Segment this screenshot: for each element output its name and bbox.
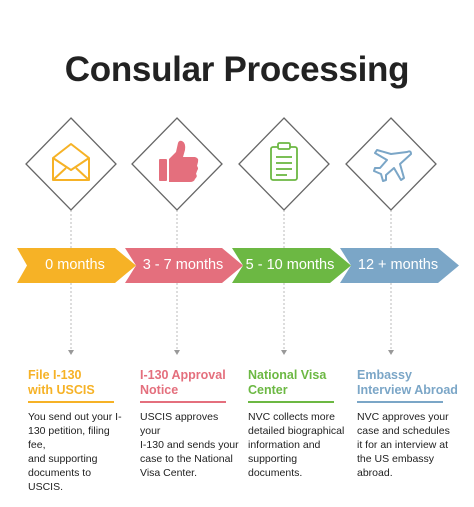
duration-arrow-1 xyxy=(17,248,136,283)
step-description-3: NVC collects more detailed biographical … xyxy=(248,411,345,479)
step-underline-3 xyxy=(248,401,334,403)
step-title-2: I-130 Approval Notice xyxy=(140,368,226,397)
duration-arrow-2 xyxy=(125,248,243,283)
duration-arrow-3 xyxy=(232,248,351,283)
envelope-icon xyxy=(52,143,90,181)
step-underline-1 xyxy=(28,401,114,403)
clipboard-icon xyxy=(270,142,298,181)
connector-arrowhead-4 xyxy=(388,350,394,355)
diamond-frame-3 xyxy=(238,117,330,211)
connector-arrowhead-3 xyxy=(281,350,287,355)
diamond-frame-1 xyxy=(25,117,117,211)
step-description-2: USCIS approves your I-130 and sends your… xyxy=(140,411,239,479)
step-underline-4 xyxy=(357,401,443,403)
step-underline-2 xyxy=(140,401,226,403)
step-title-4: Embassy Interview Abroad xyxy=(357,368,458,397)
thumbs-up-icon xyxy=(159,140,199,182)
duration-label-2: 3 - 7 months xyxy=(142,257,224,273)
duration-label-3: 5 - 10 months xyxy=(245,257,335,273)
connector-arrowhead-2 xyxy=(174,350,180,355)
connector-arrowhead-1 xyxy=(68,350,74,355)
step-description-1: You send out your I- 130 petition, filin… xyxy=(28,411,122,493)
diamond-frame-4 xyxy=(345,117,437,211)
airplane-icon xyxy=(373,149,412,182)
step-description-4: NVC approves your case and schedules it … xyxy=(357,411,450,479)
step-title-3: National Visa Center xyxy=(248,368,327,397)
duration-arrow-4 xyxy=(340,248,459,283)
page-title: Consular Processing xyxy=(64,50,410,89)
duration-label-1: 0 months xyxy=(45,257,105,273)
step-title-1: File I-130 with USCIS xyxy=(28,368,95,397)
duration-label-4: 12 + months xyxy=(357,257,439,273)
